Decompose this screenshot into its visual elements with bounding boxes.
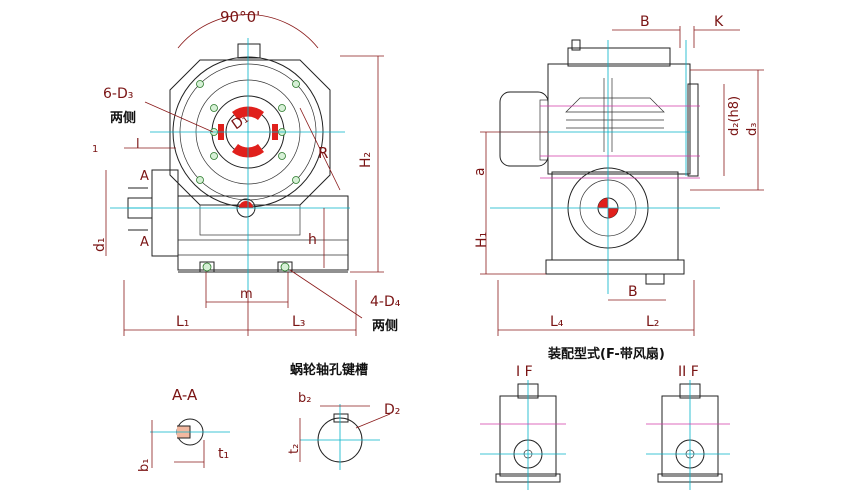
H2-label: H₂ — [358, 152, 374, 168]
L1-label: L₁ — [176, 314, 189, 330]
L2-label: L₂ — [646, 314, 659, 330]
B-top-label: B — [640, 14, 650, 30]
section-AA-label: A-A — [172, 386, 198, 404]
section-AA-detail — [150, 418, 230, 468]
angle-label: 90°0' — [220, 8, 260, 26]
a-label: a — [472, 167, 488, 176]
b1-label: b₁ — [137, 459, 152, 472]
keyway-title: 蜗轮轴孔键槽 — [290, 362, 368, 378]
side-view — [480, 26, 764, 336]
b2-label: b₂ — [298, 391, 311, 406]
L3-label: L₃ — [292, 314, 305, 330]
d3-label: d₃ — [745, 123, 760, 136]
d2-label: d₂(h8) — [727, 96, 742, 136]
d4-note-sub-label: 两侧 — [372, 318, 398, 334]
section-A-bottom-label: A — [140, 235, 149, 250]
IIF-label: II F — [678, 364, 699, 380]
B-bottom-label: B — [628, 284, 638, 300]
assembly-title: 装配型式(F-带风扇) — [547, 346, 665, 362]
K-label: K — [714, 14, 724, 30]
R-label: R — [318, 144, 328, 162]
l-label: l — [136, 137, 140, 152]
t1-label: t₁ — [218, 446, 229, 462]
l-small-label: 1 — [92, 144, 98, 155]
H1-label: H₁ — [474, 232, 490, 248]
IF-label: I F — [516, 364, 533, 380]
D2-label: D₂ — [384, 402, 400, 418]
d1-label: d₁ — [92, 238, 108, 253]
keyway-detail — [299, 404, 391, 470]
m-label: m — [240, 287, 253, 302]
D1-label: D₁ — [229, 111, 252, 134]
section-A-top-label: A — [140, 169, 149, 184]
assembly-IF — [480, 380, 566, 490]
front-view — [105, 14, 384, 336]
d3-note-sub-label: 两侧 — [110, 110, 136, 126]
d4-note-label: 4-D₄ — [370, 294, 401, 310]
d3-note-label: 6-D₃ — [103, 86, 133, 102]
assembly-IIF — [646, 380, 730, 490]
h-label: h — [308, 232, 317, 248]
t2-label: t₂ — [287, 444, 302, 454]
L4-label: L₄ — [550, 314, 564, 330]
